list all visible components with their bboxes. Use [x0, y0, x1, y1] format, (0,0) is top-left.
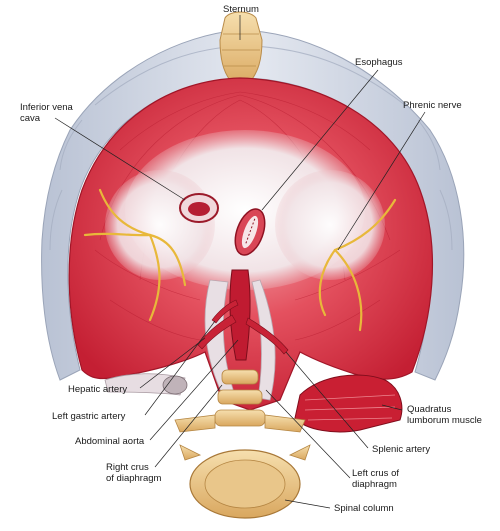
- phrenic-nerves: [83, 188, 397, 332]
- label-sternum: Sternum: [223, 4, 259, 15]
- label-phrenic-nerve: Phrenic nerve: [403, 100, 462, 111]
- label-abdominal-aorta: Abdominal aorta: [75, 436, 145, 447]
- label-quadratus-lumborum: Quadratus lumborum muscle: [407, 404, 482, 426]
- label-left-crus: Left crus of diaphragm: [352, 468, 399, 490]
- label-left-gastric-artery: Left gastric artery: [52, 411, 126, 422]
- label-spinal-column: Spinal column: [334, 503, 394, 514]
- abdominal-aorta-vessel: [229, 269, 251, 361]
- vena-cava-opening: [179, 193, 219, 223]
- hepatic-artery-vessel: [197, 314, 237, 350]
- quadratus-lumborum-muscle: [294, 374, 403, 433]
- left-crus: [251, 279, 276, 401]
- left-gastric-vessel: [211, 299, 239, 324]
- splenic-artery-vessel: [245, 317, 289, 355]
- leader-lines: [54, 15, 426, 509]
- spinal-column-bones: [174, 369, 311, 519]
- label-inferior-vena-cava: Inferior vena cava: [20, 102, 73, 124]
- label-right-crus: Right crus of diaphragm: [106, 462, 162, 484]
- label-esophagus: Esophagus: [355, 57, 403, 68]
- label-hepatic-artery: Hepatic artery: [68, 384, 128, 395]
- esophagus-opening: [234, 208, 266, 256]
- label-splenic-artery: Splenic artery: [372, 444, 431, 455]
